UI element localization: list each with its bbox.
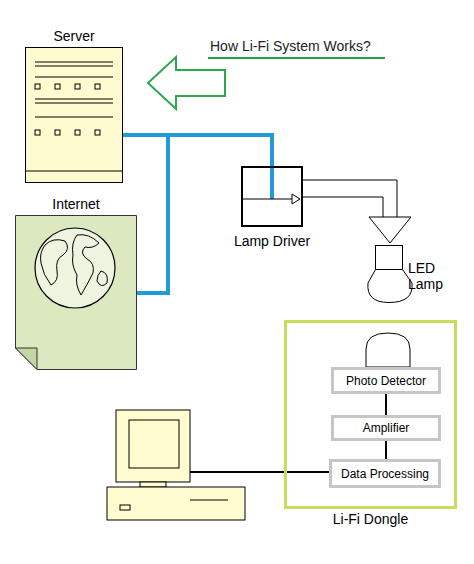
rack-base <box>25 171 123 172</box>
box-label: Data Processing <box>332 462 438 485</box>
connector <box>386 394 387 415</box>
rack-led <box>75 84 80 89</box>
lamp-shape <box>365 245 415 303</box>
internet-node: Internet <box>15 215 137 370</box>
continent <box>73 235 100 295</box>
node-label: Li-Fi Dongle <box>333 511 408 527</box>
signal-line <box>303 180 397 217</box>
signal-line <box>385 441 387 459</box>
computer-monitor <box>116 410 190 482</box>
signal-line <box>303 197 383 217</box>
bus-wire <box>270 166 274 199</box>
node-label: LED Lamp <box>408 260 446 292</box>
rack-led <box>55 84 60 89</box>
drive-slot <box>190 500 228 501</box>
network-cable <box>137 135 272 293</box>
node-label: Server <box>15 28 133 44</box>
connector <box>303 180 411 243</box>
computer-case <box>107 487 245 520</box>
rack-shelf <box>35 66 113 67</box>
rack-shelf <box>35 117 113 118</box>
process-box: Data Processing <box>329 459 441 488</box>
connector <box>386 441 387 459</box>
rack-led <box>95 84 100 89</box>
driver-wire <box>243 199 300 200</box>
connector <box>137 135 272 293</box>
server-node: Server <box>25 47 123 183</box>
usb-wire <box>190 471 331 473</box>
lamp-node: LED Lamp <box>365 245 415 303</box>
rack-body <box>26 48 123 183</box>
signal-line <box>385 394 387 415</box>
rack-led <box>55 130 60 135</box>
lamp-bulb <box>368 270 412 303</box>
rack-shelf <box>35 77 113 78</box>
rack-led <box>95 130 100 135</box>
server-rack <box>25 47 123 183</box>
paper-outline <box>16 216 137 370</box>
hollow-arrow-head <box>369 217 411 243</box>
paper-fold <box>16 348 38 370</box>
process-box: Amplifier <box>331 415 441 441</box>
process-box: Photo Detector <box>331 367 441 394</box>
rack-led <box>35 130 40 135</box>
title: How Li-Fi System Works? <box>210 38 371 54</box>
rack-shelf <box>35 103 113 104</box>
sensor-dome <box>366 333 410 367</box>
diode-symbol <box>292 194 300 204</box>
continent <box>41 240 68 285</box>
dongle-box: Li-Fi DonglePhoto DetectorAmplifierData … <box>284 320 457 509</box>
power-button <box>120 505 130 510</box>
hollow-arrow <box>148 57 225 109</box>
node-label: Lamp Driver <box>234 233 310 249</box>
box-label: Photo Detector <box>334 370 438 391</box>
node-label: Internet <box>5 196 147 212</box>
rack-shelf <box>35 99 113 100</box>
rack-shelf <box>35 62 113 63</box>
connector <box>123 135 272 166</box>
computer-screen <box>129 420 179 468</box>
lamp-cap <box>376 246 403 270</box>
driver-box: Lamp Driver <box>241 166 303 227</box>
title-underline <box>208 57 385 59</box>
network-cable <box>123 135 272 166</box>
box-label: Amplifier <box>334 418 438 438</box>
computer-stand <box>140 482 166 487</box>
globe <box>35 228 115 308</box>
document-shape <box>15 215 137 370</box>
rack-led <box>75 130 80 135</box>
continent <box>97 271 107 286</box>
rack-led <box>35 84 40 89</box>
